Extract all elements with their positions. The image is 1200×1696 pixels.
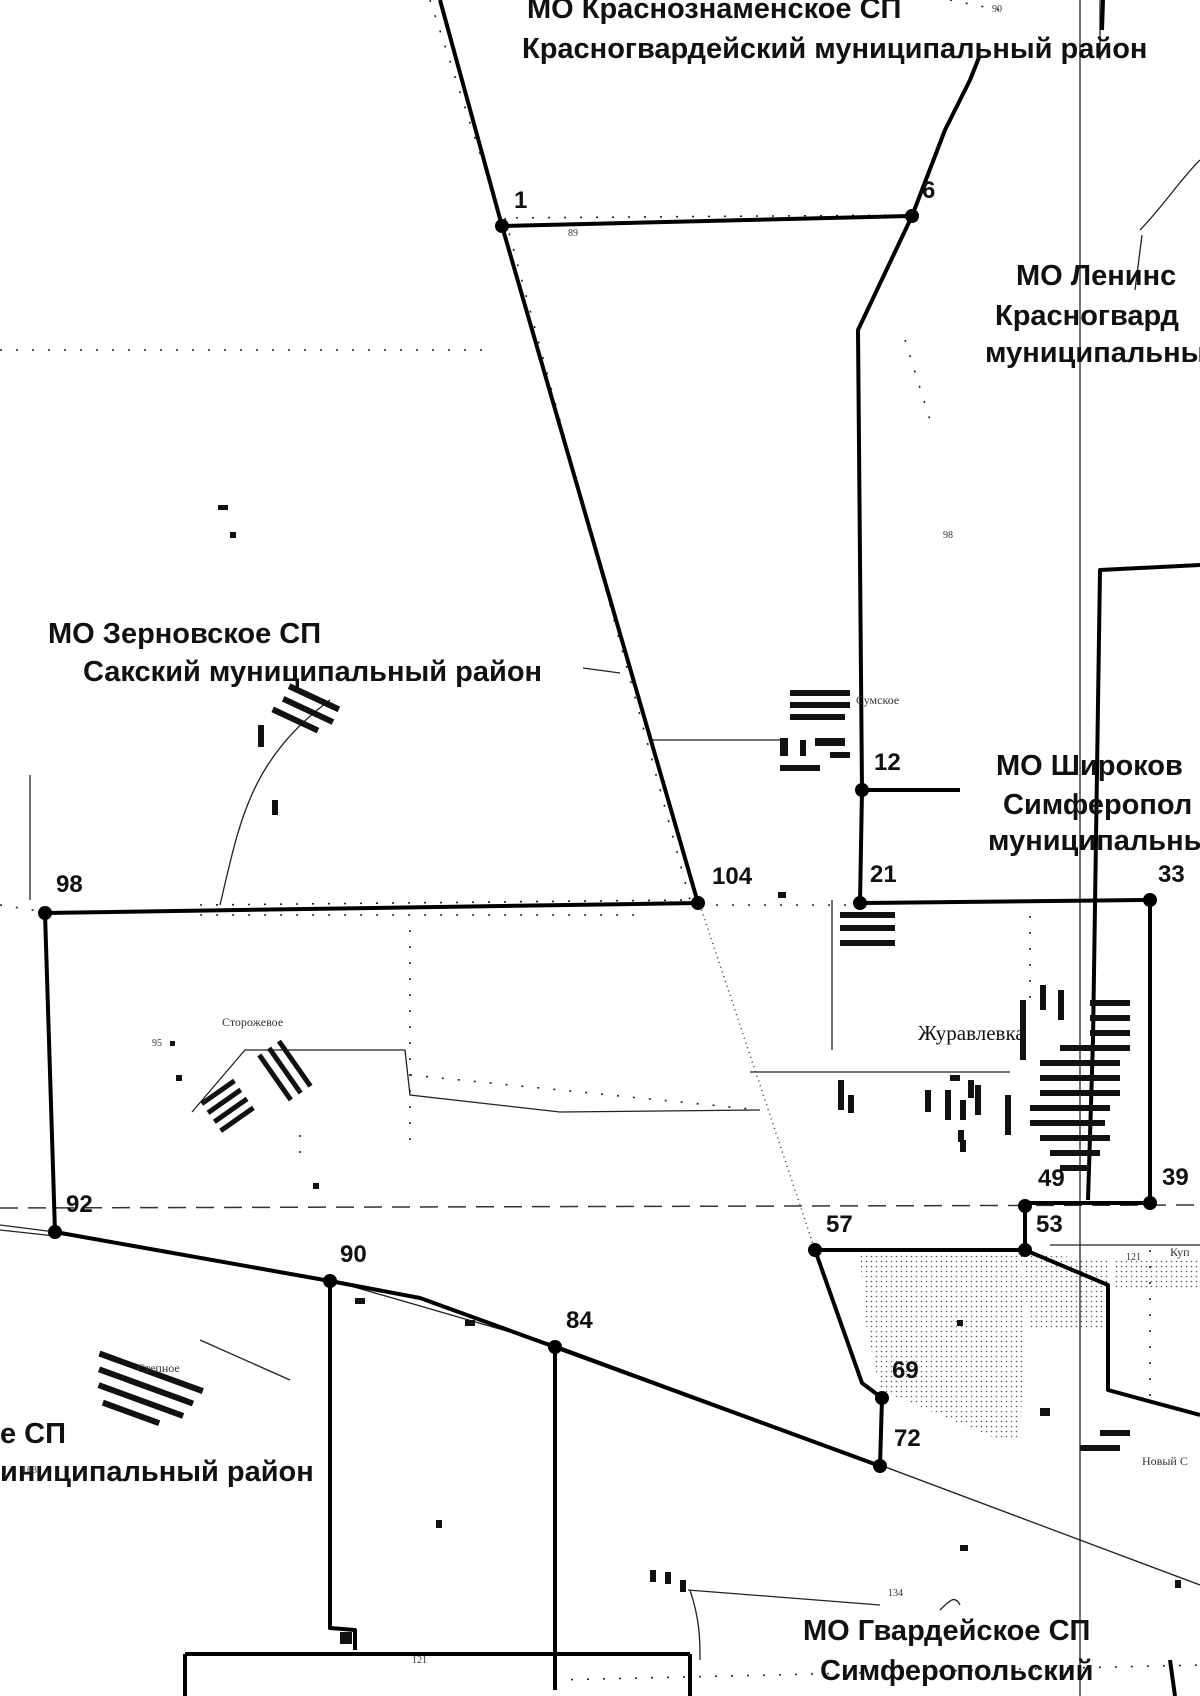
spot-number: 90 [992, 4, 1002, 15]
vertex-21 [853, 896, 867, 910]
vertex-1 [495, 219, 509, 233]
region-west-line2: иниципальный район [0, 1456, 314, 1488]
vertex-98 [38, 906, 52, 920]
vertex-53 [1018, 1243, 1032, 1257]
vertex-label-69: 69 [892, 1357, 919, 1384]
buildings-layer [97, 505, 1181, 1644]
vertex-label-84: 84 [566, 1307, 593, 1334]
vertex-69 [875, 1391, 889, 1405]
vertex-label-12: 12 [874, 749, 901, 776]
vertex-104 [691, 896, 705, 910]
spot-numbers-layer: 90 89 98 95 121 103 134 121 [22, 4, 1141, 1666]
bold-boundaries-layer [43, 0, 1200, 1696]
spot-number: 89 [568, 228, 578, 239]
spot-number: 134 [888, 1588, 903, 1599]
spot-number: 98 [943, 530, 953, 541]
region-leninskoe-line2: Красногвард [995, 300, 1179, 332]
vertex-labels-layer: 1 6 12 21 33 39 49 53 57 69 72 84 90 92 … [56, 177, 1189, 1452]
vertex-6 [905, 209, 919, 223]
vertex-12 [855, 783, 869, 797]
vertex-label-33: 33 [1158, 861, 1185, 888]
region-west-line1: е СП [0, 1418, 66, 1450]
region-gvardeyskoe-line1: МО Гвардейское СП [803, 1615, 1090, 1647]
region-leninskoe-line3: муниципальны [985, 337, 1200, 369]
vertex-label-49: 49 [1038, 1165, 1065, 1192]
vertex-label-72: 72 [894, 1425, 921, 1452]
vertex-57 [808, 1243, 822, 1257]
region-krasnoznamenskoe-line2: Красногвардейский муниципальный район [522, 33, 1147, 65]
vertex-84 [548, 1340, 562, 1354]
vertex-label-53: 53 [1036, 1211, 1063, 1238]
vertices-layer [38, 209, 1157, 1473]
settlement-sumskoe: Сумское [856, 693, 899, 707]
vertex-72 [873, 1459, 887, 1473]
vertex-label-104: 104 [712, 863, 753, 890]
vertex-label-90: 90 [340, 1241, 367, 1268]
vertex-label-1: 1 [514, 187, 527, 214]
vertex-49 [1018, 1199, 1032, 1213]
region-shirokovskoe-line1: МО Широков [996, 750, 1183, 782]
region-gvardeyskoe-line2: Симферопольский [820, 1655, 1093, 1687]
region-zernovskoe-line2: Сакский муниципальный район [83, 656, 542, 688]
settlement-labels-layer: Журавлевка Сторожевое Сумское Степное Но… [137, 693, 1190, 1468]
vertex-92 [48, 1225, 62, 1239]
vertex-label-57: 57 [826, 1211, 853, 1238]
district-dashed-line [0, 1204, 1200, 1209]
spot-number: 103 [22, 1465, 37, 1476]
settlement-zhuravlevka: Журавлевка [918, 1021, 1025, 1045]
vertex-39 [1143, 1196, 1157, 1210]
spot-number: 121 [412, 1655, 427, 1666]
settlement-novy: Новый С [1142, 1454, 1188, 1468]
vertex-33 [1143, 893, 1157, 907]
vertex-label-92: 92 [66, 1191, 93, 1218]
spot-number: 121 [1126, 1252, 1141, 1263]
spot-number: 95 [152, 1038, 162, 1049]
settlement-kup: Куп [1170, 1245, 1190, 1259]
region-shirokovskoe-line3: муниципальны [988, 825, 1200, 857]
vertex-label-21: 21 [870, 861, 897, 888]
region-zernovskoe-line1: МО Зерновское СП [48, 618, 321, 650]
region-leninskoe-line1: МО Ленинс [1016, 260, 1176, 292]
vertex-label-98: 98 [56, 871, 83, 898]
vertex-label-6: 6 [922, 177, 935, 204]
settlement-storozhevoe: Сторожевое [222, 1015, 283, 1029]
vertex-label-39: 39 [1162, 1164, 1189, 1191]
finedot-line [699, 904, 816, 1251]
vertex-90 [323, 1274, 337, 1288]
region-krasnoznamenskoe-line1: МО Краснознаменское СП [527, 0, 901, 25]
region-shirokovskoe-line2: Симферопол [1003, 789, 1192, 821]
settlement-stepnoe: Степное [137, 1361, 180, 1375]
stipple-areas [860, 1253, 1200, 1440]
